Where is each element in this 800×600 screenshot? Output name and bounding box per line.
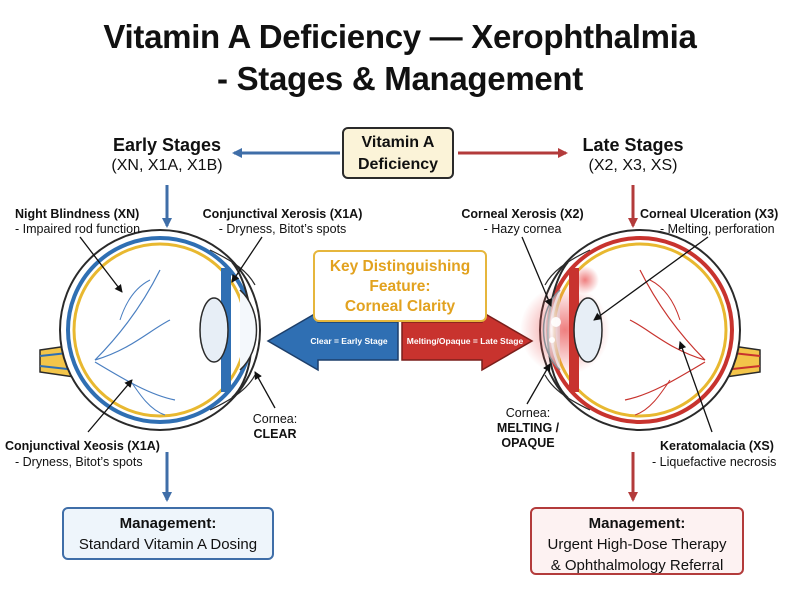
cornea-opaque-value: OPAQUE [501, 436, 555, 450]
corneal-ulceration-title: Corneal Ulceration (X3) [640, 207, 779, 221]
leader-conj-xeosis [87, 379, 133, 433]
keratomalacia-title: Keratomalacia (XS) [660, 439, 774, 453]
conj-xerosis-desc: - Dryness, Bitot’s spots [218, 222, 347, 236]
corneal-xerosis-desc: - Hazy cornea [483, 222, 562, 236]
key-feature-line-1: Key Distinguishing [329, 258, 471, 275]
key-feature-box: Key Distinguishing Feature: Corneal Clar… [313, 250, 487, 322]
management-right-title: Management: [588, 515, 686, 532]
cornea-melting-value: MELTING / [496, 421, 560, 435]
vitamin-a-deficiency-box: Vitamin A Deficiency [342, 127, 454, 179]
corneal-xerosis-title: Corneal Xerosis (X2) [461, 207, 584, 221]
night-blindness-title: Night Blindness (XN) [15, 207, 140, 221]
title-line-2: - Stages & Management [217, 60, 583, 97]
management-left-text: Standard Vitamin A Dosing [78, 536, 258, 553]
opaque-late-text: Melting/Opaque = Late Stage [406, 336, 524, 346]
leader-corneal-ulceration [593, 236, 709, 321]
management-left-title: Management: [119, 515, 217, 532]
leader-cornea-clear [254, 371, 276, 409]
clear-early-text: Clear = Early Stage [310, 336, 388, 346]
leader-conj-xerosis [231, 236, 263, 283]
night-blindness-desc: - Impaired rod function [15, 222, 141, 236]
management-right-line-1: Urgent High-Dose Therapy [547, 536, 727, 553]
leader-keratomalacia [678, 341, 713, 433]
late-stages-heading: Late Stages [582, 135, 684, 155]
corneal-ulceration-desc: - Melting, perforation [660, 222, 775, 236]
conj-xeosis-desc: - Dryness, Bitot’s spots [15, 455, 143, 469]
cornea-label-left: Cornea: [252, 412, 298, 426]
left-eye-illustration [39, 229, 261, 431]
management-right-line-2: & Ophthalmology Referral [550, 557, 724, 574]
management-right-box: Management: Urgent High-Dose Therapy & O… [530, 507, 744, 575]
conj-xerosis-title: Conjunctival Xerosis (X1A) [202, 207, 363, 221]
leader-corneal-xerosis [521, 236, 552, 307]
keratomalacia-desc: - Liquefactive necrosis [652, 455, 777, 469]
leader-cornea-opaque [526, 363, 551, 405]
cornea-clear-value: CLEAR [253, 427, 297, 441]
key-feature-line-3: Corneal Clarity [344, 298, 456, 315]
late-stages-codes: (X2, X3, XS) [588, 157, 678, 174]
right-eye-illustration [520, 229, 761, 431]
management-left-box: Management: Standard Vitamin A Dosing [62, 507, 274, 560]
early-stages-heading: Early Stages [112, 135, 222, 155]
key-feature-line-2: Feature: [369, 278, 431, 295]
leader-night-blindness [79, 236, 123, 293]
center-box-line-2: Deficiency [357, 156, 439, 173]
early-stages-codes: (XN, X1A, X1B) [111, 157, 223, 174]
center-box-line-1: Vitamin A [361, 134, 435, 151]
title-line-1: Vitamin A Deficiency — Xerophthalmia [103, 18, 697, 55]
conj-xeosis-title: Conjunctival Xeosis (X1A) [5, 439, 160, 453]
cornea-label-right: Cornea: [505, 406, 551, 420]
